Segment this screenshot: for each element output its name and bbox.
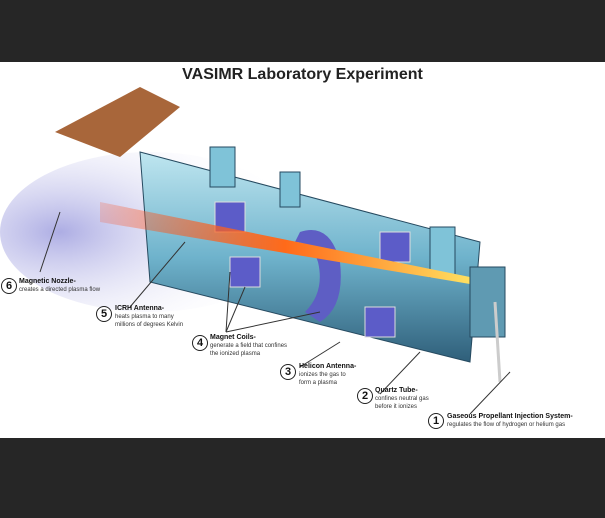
- callout-number-3: 3: [280, 364, 296, 380]
- callout-1: Gaseous Propellant Injection System-regu…: [447, 413, 573, 428]
- callout-number-2: 2: [357, 388, 373, 404]
- magnet-coil: [364, 306, 396, 338]
- callout-3: Helicon Antenna-ionizes the gas to form …: [299, 363, 357, 386]
- callout-number-6: 6: [1, 278, 17, 294]
- callout-2: Quartz Tube-confines neutral gas before …: [375, 387, 429, 410]
- plasma-beam: [100, 202, 470, 284]
- callout-5: ICRH Antenna-heats plasma to many millio…: [115, 305, 184, 328]
- callout-number-4: 4: [192, 335, 208, 351]
- callout-number-1: 1: [428, 413, 444, 429]
- callout-6: Magnetic Nozzle-creates a directed plasm…: [19, 278, 101, 293]
- engine-illustration: [0, 87, 511, 415]
- callout-4: Magnet Coils-generate a field that confi…: [210, 334, 288, 357]
- callout-number-5: 5: [96, 306, 112, 322]
- magnet-coil: [229, 256, 261, 288]
- diagram-title: VASIMR Laboratory Experiment: [182, 66, 423, 83]
- nozzle-chute: [55, 87, 180, 157]
- magnet-coil: [379, 231, 411, 263]
- diagram-panel: VASIMR Laboratory Experiment: [0, 62, 605, 438]
